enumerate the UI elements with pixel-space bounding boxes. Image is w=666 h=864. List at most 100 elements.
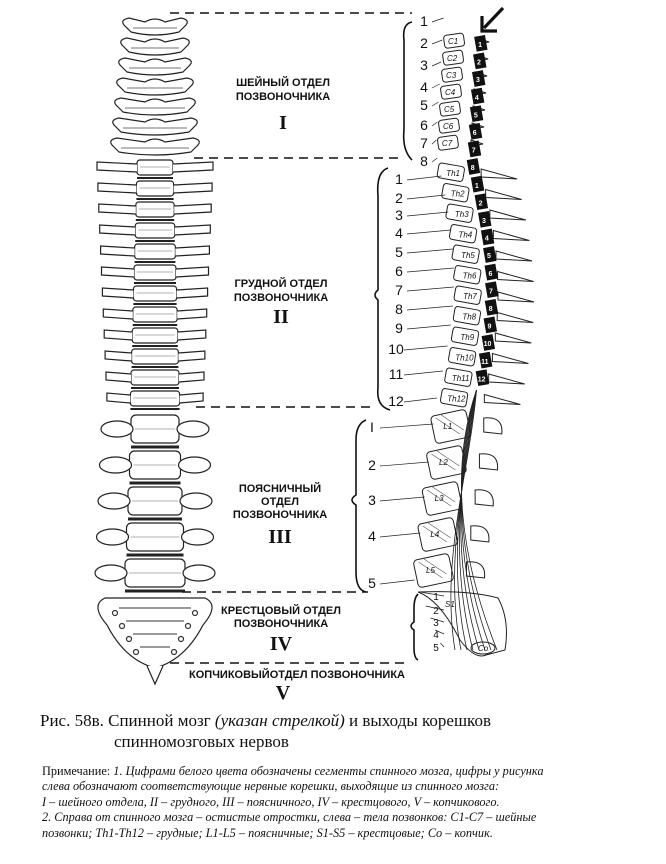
leader-line [380,497,425,501]
sacral-foramen [113,611,118,616]
note-p2-line1: 2. Справа от спинного мозга – остистые о… [42,810,642,825]
leader-line [404,398,437,402]
transverse-process-left [95,565,127,581]
section-label-lumbar: ПОЯСНИЧНЫЙ ОТДЕЛ ПОЗВОНОЧНИКА III [233,482,327,548]
sacral-foramen [127,637,132,642]
root-number-thoracic: 4 [395,225,403,241]
coccyx [147,666,163,684]
spinous-process [484,395,520,405]
rib-stub-left [102,288,133,298]
vertebra-label-thoracic: Th2 [451,190,465,199]
segment-number: 1 [475,183,479,190]
leader-line [404,371,443,375]
rib-stub-left [100,225,136,235]
segment-number: 3 [476,77,480,84]
root-number-cervical: 6 [420,117,428,133]
sacral-foramen [193,611,198,616]
section-cervical-line2: ПОЗВОНОЧНИКА [236,91,330,103]
note-p1-line1: 1. Цифрами белого цвета обозначены сегме… [113,764,543,778]
thoracic-vertebra [134,265,176,280]
leader-line [432,18,444,22]
sacral-foramen [172,650,177,655]
thoracic-vertebra [130,391,179,406]
spinous-process [466,562,484,578]
leader-line [407,306,453,310]
transverse-process-right [179,457,211,473]
segment-number: 10 [484,341,492,348]
cervical-vertebra [117,78,194,95]
rib-stub-left [99,204,136,214]
leader-line [404,346,448,350]
vertebra-label-thoracic: Th11 [452,374,470,383]
section-label-thoracic: ГРУДНОЙ ОТДЕЛ ПОЗВОНОЧНИКА II [234,277,328,328]
leader-line [440,643,444,647]
thoracic-vertebra [132,328,178,343]
section-sacral-roman: IV [270,633,293,655]
root-number-lumbar: 5 [368,575,376,591]
spinous-process [484,418,502,434]
vertebra-label-thoracic: Th6 [463,272,477,281]
rib-stub-right [180,393,204,403]
rib-stub-left [102,267,135,277]
note-p1-line2: слева обозначают соответствующие нервные… [42,779,642,794]
leader-line [432,122,437,126]
vertebra-label-lumbar: L2 [439,458,448,467]
root-number-thoracic: 5 [395,244,403,260]
vertebra-label-thoracic: Th7 [463,292,477,301]
caption-suffix: и выходы корешков [345,711,491,730]
root-number-cervical: 8 [420,153,428,169]
rib-stub-left [101,246,135,256]
lateral-spine-drawing: C1C2C3C4C5C6C7Th1Th2Th3Th4Th5Th6Th7Th8Th… [413,33,534,656]
figure-note: Примечание: 1. Цифрами белого цвета обоз… [42,764,642,841]
root-number-lumbar: I [370,419,374,435]
section-coccygeal-roman: V [276,682,291,700]
section-cervical-roman: I [279,112,287,134]
section-sacral-line2: ПОЗВОНОЧНИКА [234,618,328,630]
leader-line [380,580,415,584]
leader-line [407,268,454,272]
root-number-cervical: 5 [420,97,428,113]
spinous-process [490,210,526,220]
anterior-spine-drawing [95,18,215,684]
sacral-foramen [120,624,125,629]
leader-line [407,287,454,291]
spinous-process [497,313,533,323]
note-p2-line2: позвонки; Th1-Th12 – грудные; L1-L5 – по… [42,826,642,841]
segment-number: 12 [478,376,486,383]
leader-line [380,424,433,428]
root-number-sacral: 5 [433,643,439,654]
leader-line [407,325,451,329]
leader-line [407,176,441,180]
section-coccygeal-line1: КОПЧИКОВЫЙОТДЕЛ ПОЗВОНОЧНИКА [189,668,405,681]
leader-line [432,84,440,88]
segment-number: 8 [471,165,475,172]
section-lumbar-line1: ПОЯСНИЧНЫЙ [239,482,321,495]
section-thoracic-line2: ПОЗВОНОЧНИКА [234,292,328,304]
cervical-vertebra [119,58,192,75]
leader-line [432,140,436,144]
vertebra-label-lumbar: L1 [443,422,452,431]
transverse-process-right [182,529,214,545]
sacral-foramen [134,650,139,655]
vertebra-label-thoracic: Th3 [455,210,469,219]
sacral-foramen [179,637,184,642]
spinous-process [492,354,528,364]
figure-caption: Рис. 58в. Спинной мозг (указан стрелкой)… [40,710,640,752]
thoracic-vertebra [133,286,176,301]
root-number-cervical: 3 [420,57,428,73]
cervical-vertebra [115,98,196,115]
spinous-process [493,231,529,241]
leader-line [380,533,420,537]
segment-number: 6 [488,271,492,278]
thoracic-vertebra [132,349,179,364]
section-label-sacral: КРЕСТЦОВЫЙ ОТДЕЛ ПОЗВОНОЧНИКА IV [221,604,341,655]
root-number-thoracic: 12 [388,393,404,409]
root-number-thoracic: 9 [395,320,403,336]
root-number-thoracic: 7 [395,282,403,298]
vertebra-label-thoracic: Th8 [462,313,476,322]
caption-italic: (указан стрелкой) [215,711,345,730]
spinous-process [471,526,489,542]
vertebra-label-cervical: C2 [447,54,458,63]
segment-number: 1 [478,42,482,49]
leader-line [432,62,441,66]
